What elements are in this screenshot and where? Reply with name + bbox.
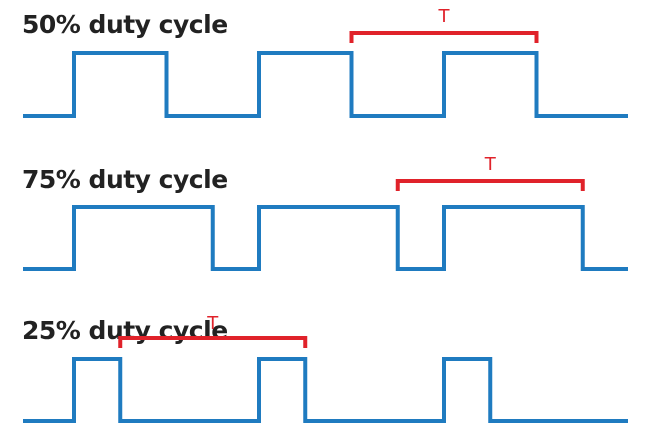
diagram-50-duty-cycle: 50% duty cycle T bbox=[0, 0, 650, 140]
diagram-title: 25% duty cycle bbox=[22, 316, 228, 345]
diagram-title: 75% duty cycle bbox=[22, 165, 228, 194]
period-bracket bbox=[349, 31, 539, 43]
square-wave bbox=[23, 205, 628, 271]
diagram-title: 50% duty cycle bbox=[22, 10, 228, 39]
square-wave bbox=[23, 51, 628, 118]
period-bracket bbox=[395, 179, 585, 191]
period-label: T bbox=[438, 6, 451, 27]
period-label: T bbox=[206, 313, 219, 334]
waveform-svg: T bbox=[23, 6, 628, 118]
period-label: T bbox=[484, 154, 497, 175]
square-wave bbox=[23, 357, 628, 423]
period-bracket bbox=[118, 336, 308, 348]
